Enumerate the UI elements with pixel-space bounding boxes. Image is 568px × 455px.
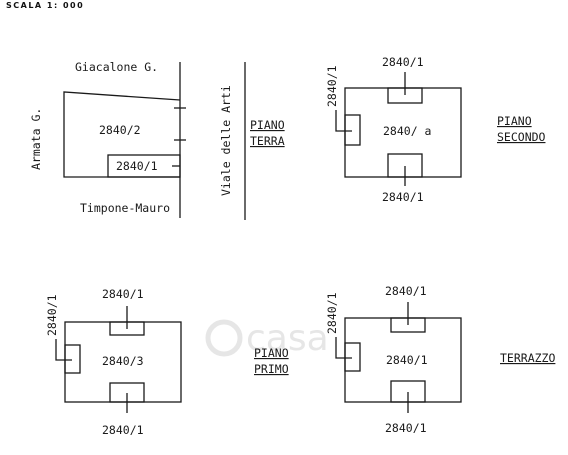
- parcel-left-label: 2840/1: [325, 65, 339, 107]
- scale-label: SCALA 1: 000: [6, 1, 85, 10]
- parcel-main-label: 2840/3: [102, 354, 144, 368]
- parcel-bottom-label: 2840/1: [385, 421, 427, 435]
- parcel-top-label: 2840/1: [102, 287, 144, 301]
- parcel-main-label: 2840/1: [386, 353, 428, 367]
- parcel-top-label: 2840/1: [385, 284, 427, 298]
- parcel-left-label: 2840/1: [45, 294, 59, 336]
- subunit-left: [344, 114, 361, 146]
- street-viale: Viale delle Arti: [219, 85, 233, 196]
- plan-piano-terra: 2840/2 2840/1 Giacalone G. Timpone-Mauro…: [29, 60, 186, 218]
- label-piano-terra-1: PIANO: [250, 118, 285, 132]
- parcel-bottom-label: 2840/1: [382, 190, 424, 204]
- label-terrazzo: TERRAZZO: [500, 351, 555, 365]
- parcel-sub-label: 2840/1: [116, 159, 158, 173]
- parcel-main-label: 2840/2: [99, 123, 141, 137]
- label-piano-secondo-2: SECONDO: [497, 130, 546, 144]
- leader-line: [335, 337, 352, 359]
- plan-piano-secondo: 2840/ a 2840/1 2840/1 2840/1: [325, 55, 462, 204]
- plan-terrazzo: 2840/1 2840/1 2840/1 2840/1: [325, 284, 462, 435]
- parcel-main-label: 2840/ a: [383, 124, 431, 138]
- plan-piano-primo: 2840/3 2840/1 2840/1 2840/1: [45, 287, 182, 437]
- parcel-top-label: 2840/1: [382, 55, 424, 69]
- watermark-logo: casa: [205, 318, 329, 359]
- subunit-left: [64, 344, 81, 374]
- watermark-text: casa: [246, 318, 329, 359]
- label-piano-secondo-1: PIANO: [497, 114, 532, 128]
- label-piano-primo-2: PRIMO: [254, 362, 289, 376]
- parcel-left-label: 2840/1: [325, 292, 339, 334]
- subunit-left: [344, 342, 361, 372]
- leader-line: [55, 339, 72, 361]
- street-giacalone: Giacalone G.: [75, 60, 158, 74]
- leader-line: [335, 110, 352, 132]
- parcel-bottom-label: 2840/1: [102, 423, 144, 437]
- label-piano-primo-1: PIANO: [254, 346, 289, 360]
- street-armata: Armata G.: [29, 108, 43, 170]
- label-piano-terra-2: TERRA: [250, 134, 285, 148]
- street-timpone: Timpone-Mauro: [80, 201, 170, 215]
